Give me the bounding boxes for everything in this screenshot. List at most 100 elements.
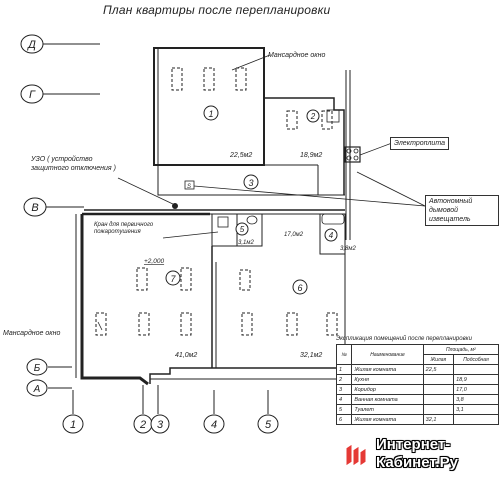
svg-text:А: А — [33, 384, 41, 395]
legend-cell-num: 2 — [335, 374, 353, 385]
axis-bubble-4: 4 — [203, 414, 225, 434]
fixtures — [184, 109, 361, 228]
axis-bubble-3: 3 — [150, 414, 170, 434]
watermark: Интернет- Кабинет.Ру — [340, 436, 490, 476]
room-1-outline — [153, 47, 265, 166]
watermark-logo-icon — [345, 443, 367, 467]
room-6-outline — [149, 367, 345, 384]
legend-cell-aux — [453, 364, 499, 375]
legend-cell-num: 6 — [335, 414, 353, 425]
skylight — [203, 67, 215, 91]
legend-cell-num: 1 — [335, 364, 353, 375]
legend-col-aux: Подсобная — [453, 354, 499, 365]
room-legend: Экспликация помещений после перепланиров… — [335, 336, 500, 425]
svg-text:3: 3 — [248, 178, 253, 188]
legend-col-name: Наименование — [351, 344, 424, 365]
svg-text:5: 5 — [240, 225, 245, 234]
axis-bubble-2: 2 — [133, 414, 153, 434]
room-5-number: 5 — [235, 222, 249, 236]
skylight — [136, 267, 148, 291]
legend-cell-name: Жилая комната — [351, 364, 424, 375]
svg-text:5: 5 — [265, 419, 272, 431]
detector-mark: S — [187, 184, 191, 190]
level-mark: +2,000 — [144, 258, 164, 265]
legend-cell-name: Кухня — [351, 374, 424, 385]
stove-label: Электроплита — [390, 137, 449, 150]
room-7-area: 41,0м2 — [175, 352, 197, 359]
skylight — [241, 312, 253, 336]
legend-cell-living — [422, 404, 455, 415]
axis-bubble-b: Б — [26, 358, 48, 376]
svg-text:Б: Б — [34, 363, 41, 374]
room-4-number: 4 — [324, 228, 338, 242]
axis-bubble-d: Д — [20, 34, 44, 54]
skylight — [239, 269, 251, 291]
legend-cell-name: Коридор — [351, 384, 424, 395]
bathtub-fixture — [321, 213, 345, 225]
room-1-number: 1 — [203, 105, 219, 121]
room-6-area: 32,1м2 — [300, 352, 322, 359]
walls — [75, 47, 351, 386]
legend-cell-aux: 3,8 — [453, 394, 499, 405]
legend-cell-living — [422, 374, 455, 385]
skylight — [235, 67, 247, 91]
room-3-number: 3 — [243, 174, 259, 190]
svg-text:2: 2 — [310, 112, 316, 121]
toilet-fixture — [217, 216, 229, 228]
skylight — [180, 312, 192, 336]
legend-cell-aux — [453, 414, 499, 425]
legend-col-area: Площадь, м² — [422, 344, 500, 355]
room-4-area: 3,8м2 — [340, 246, 356, 252]
legend-table: № Наименование Площадь, м² Жилая Подсобн… — [335, 344, 500, 425]
legend-cell-name: Ванная комната — [351, 394, 424, 405]
detector-label: Автономный дымовой извещатель — [425, 195, 499, 226]
uzo-point — [172, 203, 178, 209]
sink-fixture — [326, 109, 340, 123]
svg-text:4: 4 — [329, 231, 334, 240]
legend-col-num: № — [335, 344, 353, 365]
skylight — [286, 312, 298, 336]
fire-tap-label: Кран для первичного пожаротушения — [94, 222, 154, 235]
room-1-area: 22,5м2 — [229, 152, 252, 159]
axis-bubble-1: 1 — [62, 414, 84, 434]
room-5-area: 3,1м2 — [238, 240, 254, 246]
skylight — [180, 267, 192, 291]
legend-cell-name: Туалет — [351, 404, 424, 415]
mansard-window-label-left: Мансардное окно — [3, 330, 61, 337]
axis-bubble-a: А — [26, 379, 48, 397]
axis-bubble-v: В — [23, 197, 47, 217]
skylight — [171, 67, 183, 91]
legend-cell-aux: 3,1 — [453, 404, 499, 415]
legend-cell-living — [422, 394, 455, 405]
axis-bubble-g: Г — [20, 84, 44, 104]
svg-text:1: 1 — [70, 419, 76, 431]
watermark-line-2: Кабинет.Ру — [376, 454, 458, 471]
leader-lines — [97, 54, 426, 331]
svg-text:Д: Д — [26, 39, 36, 51]
skylight — [326, 312, 338, 336]
svg-text:В: В — [31, 202, 38, 214]
detector-icon — [184, 180, 195, 190]
svg-text:4: 4 — [211, 419, 217, 431]
legend-cell-living: 22,5 — [422, 364, 455, 375]
legend-cell-num: 4 — [335, 394, 353, 405]
mansard-window-label: Мансардное окно — [268, 52, 326, 59]
legend-col-living: Жилая — [422, 354, 455, 365]
svg-text:6: 6 — [297, 283, 302, 293]
sink-fixture — [246, 215, 258, 225]
legend-cell-aux: 17,0 — [453, 384, 499, 395]
axis-bubble-5: 5 — [257, 414, 279, 434]
legend-cell-living — [422, 384, 455, 395]
skylight — [286, 110, 298, 130]
legend-title: Экспликация помещений после перепланиров… — [336, 336, 472, 342]
room-2-number: 2 — [306, 109, 320, 123]
room-labels: 1 2 3 4 5 6 7 — [165, 105, 338, 295]
skylight — [95, 312, 107, 336]
